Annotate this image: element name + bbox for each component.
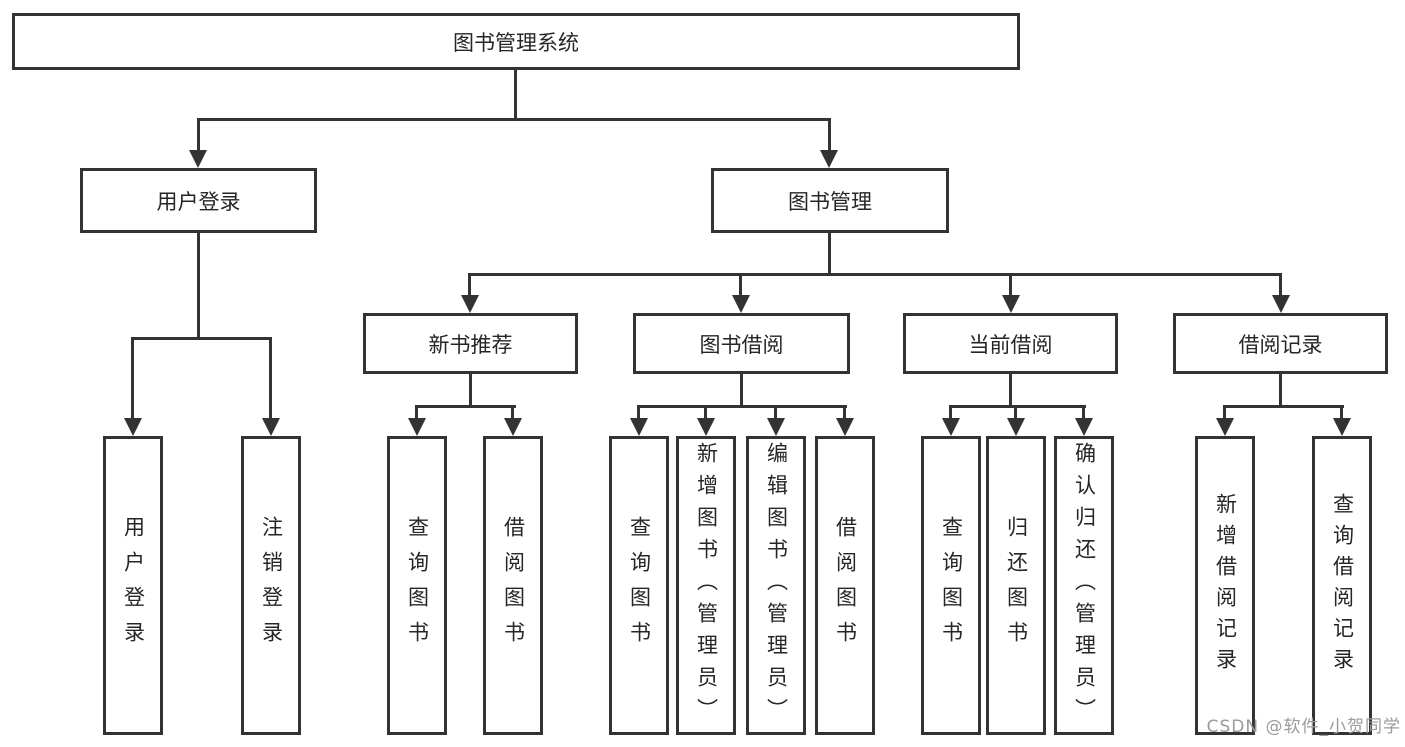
connector-borrow-stem: [740, 374, 743, 405]
leaf-current-query-book: 查询图书: [921, 436, 981, 735]
node-book-management-label: 图书管理: [788, 189, 872, 214]
connector-leaf: [843, 405, 846, 418]
connector-user-login-rail: [131, 337, 272, 340]
connector-book-management-stem: [828, 233, 831, 273]
arrowhead-icon: [942, 418, 960, 436]
connector-level2-rail: [197, 118, 831, 121]
leaf-borrow-query-book: 查询图书: [609, 436, 669, 735]
connector-to-current-borrow: [1009, 273, 1012, 295]
connector-current-rail: [949, 405, 1086, 408]
connector-level3-rail: [468, 273, 1281, 276]
connector-to-leaf-logout: [269, 337, 272, 418]
arrowhead-icon: [1272, 295, 1290, 313]
connector-leaf: [704, 405, 707, 418]
leaf-borrow-add-book-admin-label: 新增图书（管理员）: [694, 441, 719, 730]
leaf-recommend-query-book: 查询图书: [387, 436, 447, 735]
connector-leaf: [774, 405, 777, 418]
leaf-borrow-edit-book-admin: 编辑图书（管理员）: [746, 436, 806, 735]
leaf-user-login: 用户登录: [103, 436, 163, 735]
connector-record-stem: [1279, 374, 1282, 405]
arrowhead-icon: [820, 150, 838, 168]
leaf-current-confirm-return-admin-label: 确认归还（管理员）: [1072, 441, 1097, 730]
node-root-label: 图书管理系统: [453, 30, 579, 55]
arrowhead-icon: [262, 418, 280, 436]
arrowhead-icon: [767, 418, 785, 436]
arrowhead-icon: [1075, 418, 1093, 436]
watermark: CSDN @软件_小贺同学: [1206, 717, 1401, 737]
arrowhead-icon: [630, 418, 648, 436]
connector-to-book-management: [828, 118, 831, 152]
connector-leaf: [1223, 405, 1226, 418]
connector-current-stem: [1009, 374, 1012, 405]
arrowhead-icon: [1333, 418, 1351, 436]
leaf-current-confirm-return-admin: 确认归还（管理员）: [1054, 436, 1114, 735]
connector-to-borrow-record: [1279, 273, 1282, 295]
leaf-borrow-borrow-book: 借阅图书: [815, 436, 875, 735]
arrowhead-icon: [189, 150, 207, 168]
node-user-login-label: 用户登录: [156, 189, 241, 214]
connector-borrow-rail: [637, 405, 847, 408]
connector-to-new-book-recommend: [468, 273, 471, 295]
arrowhead-icon: [1007, 418, 1025, 436]
node-book-management: 图书管理: [711, 168, 949, 233]
connector-leaf: [1014, 405, 1017, 418]
arrowhead-icon: [836, 418, 854, 436]
connector-record-rail: [1223, 405, 1344, 408]
leaf-record-query: 查询借阅记录: [1312, 436, 1372, 735]
arrowhead-icon: [124, 418, 142, 436]
connector-leaf: [1082, 405, 1085, 418]
leaf-logout: 注销登录: [241, 436, 301, 735]
leaf-logout-label: 注销登录: [259, 515, 284, 656]
node-new-book-recommend-label: 新书推荐: [428, 332, 513, 357]
connector-recommend-stem: [469, 374, 472, 405]
node-current-borrow: 当前借阅: [903, 313, 1118, 374]
leaf-borrow-borrow-book-label: 借阅图书: [833, 515, 858, 656]
connector-user-login-stem: [197, 233, 200, 337]
leaf-current-return-book-label: 归还图书: [1004, 515, 1029, 656]
node-borrow-record: 借阅记录: [1173, 313, 1388, 374]
arrowhead-icon: [1216, 418, 1234, 436]
leaf-record-query-label: 查询借阅记录: [1330, 492, 1355, 679]
leaf-borrow-query-book-label: 查询图书: [627, 515, 652, 656]
leaf-recommend-borrow-book: 借阅图书: [483, 436, 543, 735]
leaf-recommend-borrow-book-label: 借阅图书: [501, 515, 526, 656]
node-new-book-recommend: 新书推荐: [363, 313, 578, 374]
arrowhead-icon: [461, 295, 479, 313]
arrowhead-icon: [504, 418, 522, 436]
leaf-recommend-query-book-label: 查询图书: [405, 515, 430, 656]
connector-to-user-login: [197, 118, 200, 152]
leaf-record-add: 新增借阅记录: [1195, 436, 1255, 735]
node-book-borrow: 图书借阅: [633, 313, 850, 374]
arrowhead-icon: [697, 418, 715, 436]
connector-recommend-rail: [415, 405, 516, 408]
node-root: 图书管理系统: [12, 13, 1020, 70]
arrowhead-icon: [1002, 295, 1020, 313]
connector-leaf: [637, 405, 640, 418]
connector-leaf: [415, 405, 418, 418]
node-user-login: 用户登录: [80, 168, 317, 233]
connector-root-stem: [514, 68, 517, 118]
leaf-user-login-label: 用户登录: [121, 515, 146, 656]
node-current-borrow-label: 当前借阅: [968, 332, 1053, 357]
connector-to-book-borrow: [739, 273, 742, 295]
arrowhead-icon: [732, 295, 750, 313]
node-book-borrow-label: 图书借阅: [699, 332, 784, 357]
leaf-current-query-book-label: 查询图书: [939, 515, 964, 656]
leaf-borrow-edit-book-admin-label: 编辑图书（管理员）: [764, 441, 789, 730]
leaf-record-add-label: 新增借阅记录: [1213, 492, 1238, 679]
connector-leaf: [511, 405, 514, 418]
arrowhead-icon: [408, 418, 426, 436]
connector-leaf: [1340, 405, 1343, 418]
leaf-borrow-add-book-admin: 新增图书（管理员）: [676, 436, 736, 735]
node-borrow-record-label: 借阅记录: [1238, 332, 1323, 357]
connector-leaf: [949, 405, 952, 418]
connector-to-leaf-user-login: [131, 337, 134, 418]
leaf-current-return-book: 归还图书: [986, 436, 1046, 735]
